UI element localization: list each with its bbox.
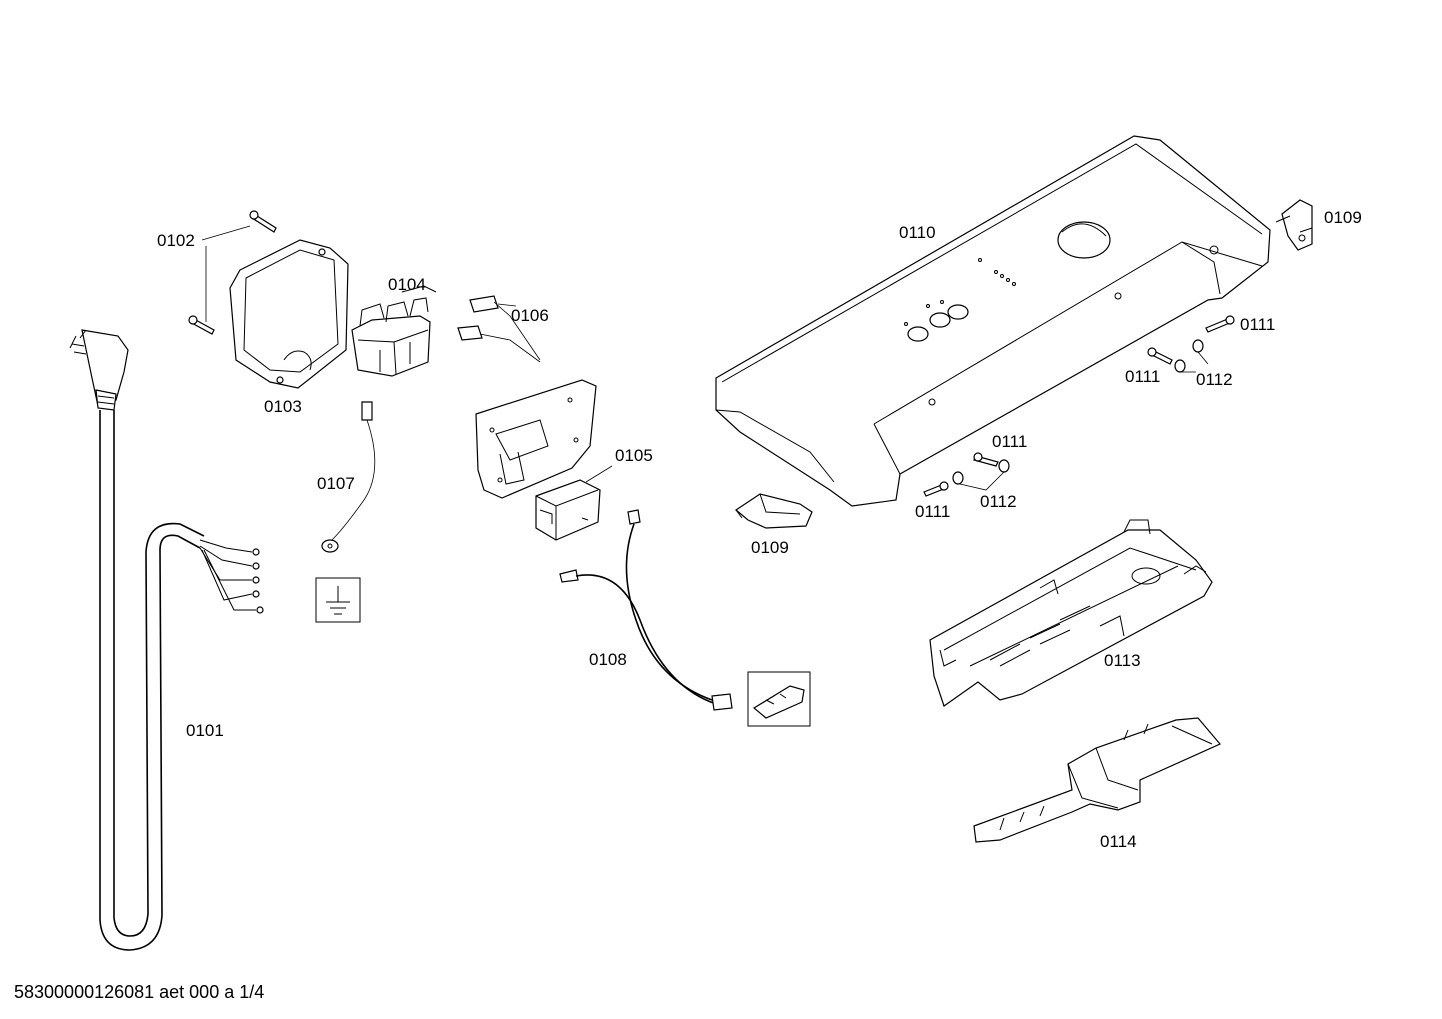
label-0109-left: 0109 [751, 538, 789, 557]
part-0111-0112-screws-washers [923, 315, 1235, 497]
label-0110: 0110 [899, 223, 936, 242]
document-code: 58300000126081 aet 000 a 1/4 [14, 982, 265, 1002]
label-0107: 0107 [317, 474, 355, 493]
part-0101-power-cord [69, 329, 264, 951]
label-0111-a: 0111 [1240, 315, 1276, 334]
label-0103: 0103 [264, 397, 302, 416]
part-0102-screws [188, 210, 277, 335]
label-0111-d: 0111 [915, 502, 951, 521]
label-0112-a: 0112 [1196, 370, 1233, 389]
part-0109-clip-right [1275, 199, 1313, 251]
label-0104: 0104 [388, 275, 426, 294]
part-0104-switch-block [351, 285, 437, 377]
label-0114: 0114 [1100, 832, 1137, 851]
label-0108: 0108 [589, 650, 627, 669]
label-0101: 0101 [186, 721, 224, 740]
label-0106: 0106 [511, 306, 549, 325]
part-bracket-plate [475, 379, 597, 499]
label-0112-b: 0112 [980, 492, 1017, 511]
label-0102: 0102 [157, 231, 195, 250]
part-0108-wire-harness [559, 509, 811, 727]
label-0111-c: 0111 [992, 432, 1028, 451]
label-0109-right: 0109 [1324, 208, 1362, 227]
part-0113-frame [929, 519, 1213, 707]
part-0106-connectors [457, 295, 541, 363]
part-0110-control-panel [715, 135, 1271, 507]
part-0109-clip-left [734, 493, 813, 529]
label-0105: 0105 [615, 446, 653, 465]
label-0113: 0113 [1104, 651, 1141, 670]
part-0103-cover-box [229, 239, 349, 389]
label-0111-b: 0111 [1125, 367, 1161, 386]
part-0105-relay [535, 465, 613, 541]
part-0114-support [973, 717, 1221, 843]
part-0107-ground-wire [315, 401, 376, 623]
